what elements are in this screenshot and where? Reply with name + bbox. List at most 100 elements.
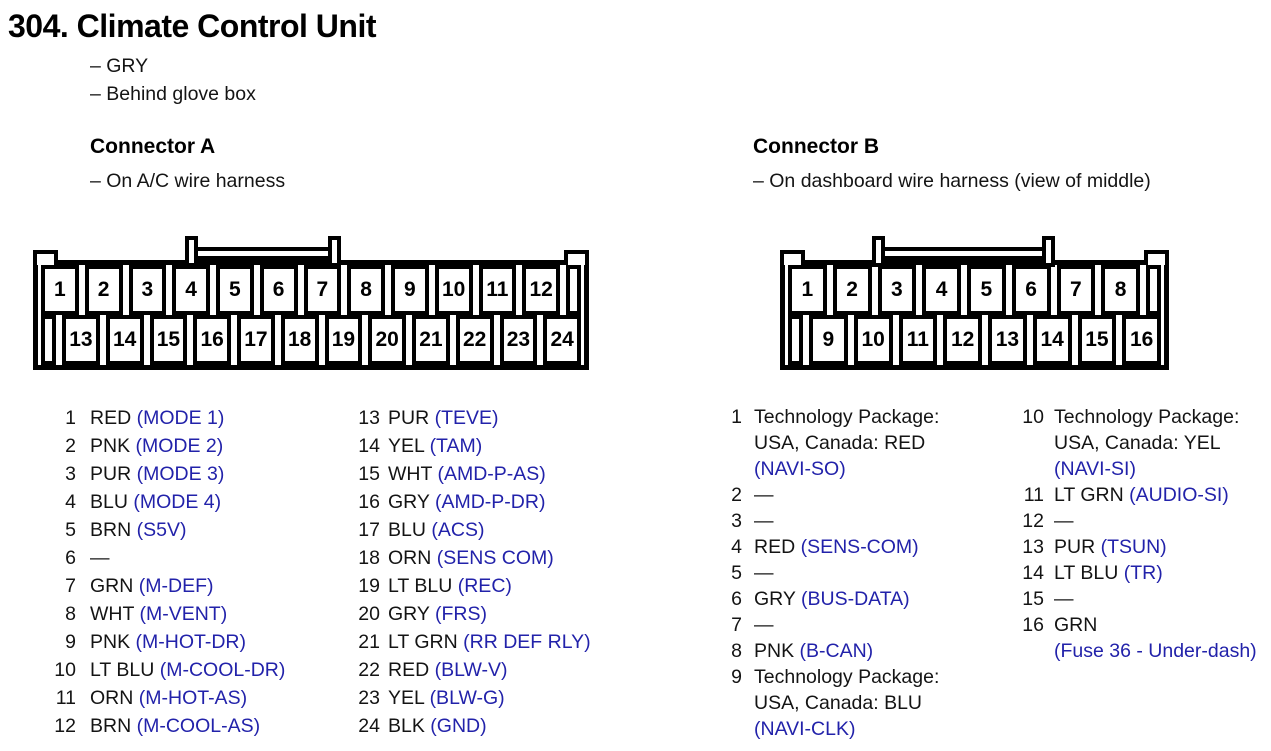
pin-label: LT BLU (REC) [388, 575, 512, 597]
pin-row: 6— [44, 544, 285, 572]
pin-cell-6: 6 [259, 265, 298, 315]
pin-number: 3 [65, 463, 76, 485]
pin-row: 7— [730, 612, 939, 638]
pin-number: 23 [358, 687, 380, 709]
pin-row: 10 LT BLU (M-COOL-DR) [44, 656, 285, 684]
pin-cell-13: 13 [62, 315, 100, 365]
pin-row: 5— [730, 560, 939, 586]
pin-number: 7 [65, 575, 76, 597]
pin-cell-17: 17 [237, 315, 275, 365]
pin-cell-22: 22 [455, 315, 494, 365]
pin-number: 10 [54, 659, 76, 681]
pin-number: 11 [1023, 484, 1044, 506]
pin-label: Technology Package:USA, Canada: YEL(NAVI… [1054, 406, 1240, 480]
pin-label: GRY (FRS) [388, 603, 487, 625]
pin-number: 5 [65, 519, 76, 541]
pin-number: 6 [65, 547, 76, 569]
pin-label: GRN(Fuse 36 - Under-dash) [1054, 614, 1257, 662]
blank-cell [566, 265, 581, 315]
pin-label: LT BLU (TR) [1054, 562, 1163, 584]
pin-label: LT BLU (M-COOL-DR) [90, 659, 286, 681]
pin-cell-18: 18 [280, 315, 319, 365]
pin-number: 21 [358, 631, 380, 653]
pin-number: 24 [358, 715, 380, 737]
corner-tab-left [780, 250, 805, 265]
pin-number: 11 [55, 687, 76, 709]
pin-cell-21: 21 [412, 315, 450, 365]
pin-label: ORN (SENS COM) [388, 547, 554, 569]
pin-number: 12 [1022, 510, 1044, 532]
pin-number: 4 [731, 536, 742, 558]
blank-cell [1146, 265, 1161, 315]
pin-label: RED (SENS-COM) [754, 536, 919, 558]
pin-row: 2— [730, 482, 939, 508]
pin-number: 7 [731, 614, 742, 636]
pin-cell-4: 4 [922, 265, 961, 315]
pin-row: 20 GRY (FRS) [352, 600, 591, 628]
pin-cell-23: 23 [499, 315, 538, 365]
pin-number: 5 [731, 562, 742, 584]
unit-note-color: – GRY [90, 55, 149, 77]
pin-label: — [90, 547, 110, 569]
pin-cell-15: 15 [1077, 315, 1117, 365]
pin-number: 13 [1022, 536, 1044, 558]
pin-label: — [1054, 588, 1074, 610]
pin-label: — [754, 484, 774, 506]
pin-label: BLK (GND) [388, 715, 487, 737]
pin-label: RED (BLW-V) [388, 659, 508, 681]
latch-bar [194, 247, 336, 260]
pin-row: 15 — [1008, 586, 1257, 612]
pin-number: 2 [731, 484, 742, 506]
pin-number: 4 [65, 491, 76, 513]
connector-a-subtitle: – On A/C wire harness [90, 170, 286, 192]
pin-number: 19 [358, 575, 380, 597]
pin-number: 20 [358, 603, 380, 625]
pin-cell-4: 4 [172, 265, 210, 315]
pin-number: 15 [1022, 588, 1044, 610]
pin-number: 14 [358, 435, 380, 457]
unit-note-location: – Behind glove box [90, 83, 256, 105]
latch-post-left [185, 236, 198, 267]
pin-label: — [754, 562, 774, 584]
pin-number: 13 [358, 407, 380, 429]
pin-cell-16: 16 [1122, 315, 1161, 365]
pin-number: 9 [731, 666, 742, 688]
pin-cell-2: 2 [832, 265, 872, 315]
pin-cell-8: 8 [1101, 265, 1140, 315]
pin-number: 15 [358, 463, 380, 485]
pin-label: PNK (B-CAN) [754, 640, 874, 662]
pin-number: 12 [54, 715, 76, 737]
pin-label: BLU (MODE 4) [90, 491, 222, 513]
pin-label: — [754, 510, 774, 532]
pin-number: 22 [358, 659, 380, 681]
pin-row: 3— [730, 508, 939, 534]
pin-cell-16: 16 [193, 315, 231, 365]
pin-number: 6 [731, 588, 742, 610]
pin-cell-9: 9 [391, 265, 429, 315]
pin-row: 4 RED (SENS-COM) [730, 534, 939, 560]
pin-row: 19 LT BLU (REC) [352, 572, 591, 600]
pin-cell-7: 7 [1056, 265, 1096, 315]
pin-label: PUR (TSUN) [1054, 536, 1167, 558]
blank-cell [788, 315, 803, 365]
page-title: 304. Climate Control Unit [8, 8, 377, 44]
pin-label: YEL (TAM) [388, 435, 483, 457]
